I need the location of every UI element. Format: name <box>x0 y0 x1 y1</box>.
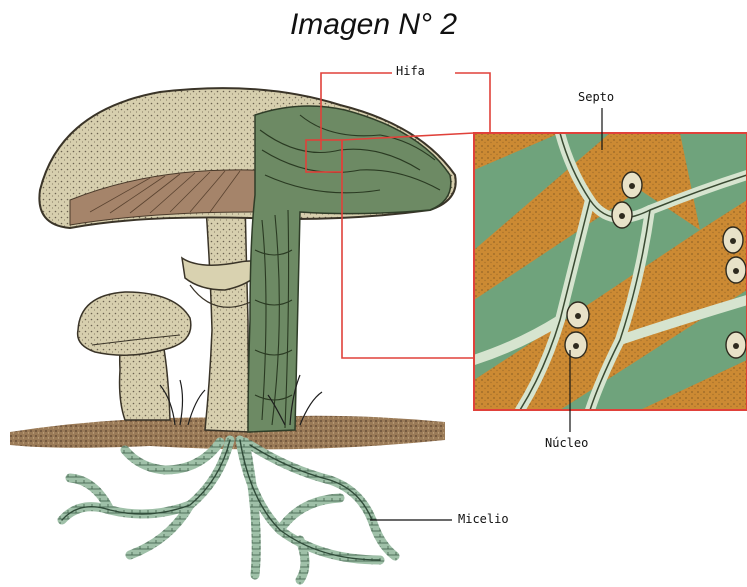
label-micelio: Micelio <box>458 512 509 526</box>
label-nucleo: Núcleo <box>545 436 588 450</box>
mycelium <box>62 440 395 580</box>
label-septo: Septo <box>578 90 614 104</box>
small-mushroom <box>78 292 191 420</box>
hyphae-detail-panel <box>474 133 747 410</box>
label-hifa: Hifa <box>396 64 425 78</box>
hyphae-section <box>248 106 451 432</box>
